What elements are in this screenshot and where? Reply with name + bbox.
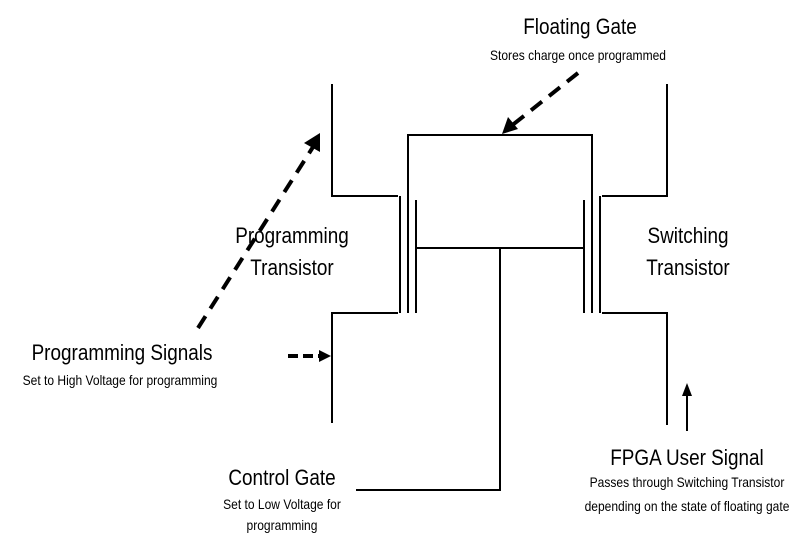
programming-signals-description: Set to High Voltage for programming [22,372,218,388]
programming-transistor-lower-terminal [331,312,398,423]
fpga-user-signal-arrowhead [682,383,692,396]
floating-gate-arrow-shaft [508,71,580,129]
switching-transistor-label-line1: Switching [647,223,729,248]
programming-signal-short-arrowhead [319,350,331,362]
programming-signals-title: Programming Signals [31,340,213,365]
fpga-user-signal-title: FPGA User Signal [610,445,764,470]
floating-gate-description: Stores charge once programmed [489,47,667,63]
switching-transistor-label-line2: Transistor [646,255,730,280]
control-gate-description-line1: Set to Low Voltage for [223,496,341,512]
floating-gate-title: Floating Gate [523,14,637,39]
programming-signal-arrowhead [304,133,320,152]
floating-gate-arrowhead [502,117,518,134]
control-gate-title: Control Gate [228,465,336,490]
programming-transistor-label-line1: Programming [235,223,349,248]
switching-transistor-upper-terminal [602,84,668,197]
programming-transistor-label-line2: Transistor [250,255,334,280]
programming-transistor-upper-terminal [331,84,398,197]
control-gate-lead [356,248,501,491]
fpga-user-signal-description-line1: Passes through Switching Transistor [589,474,785,490]
control-gate-description-line2: programming [246,517,318,533]
programming-signal-arrow-shaft [196,145,315,330]
floating-gate-plate [407,134,593,313]
fpga-user-signal-description-line2: depending on the state of floating gate [584,498,790,514]
switching-transistor-lower-terminal [602,312,668,425]
